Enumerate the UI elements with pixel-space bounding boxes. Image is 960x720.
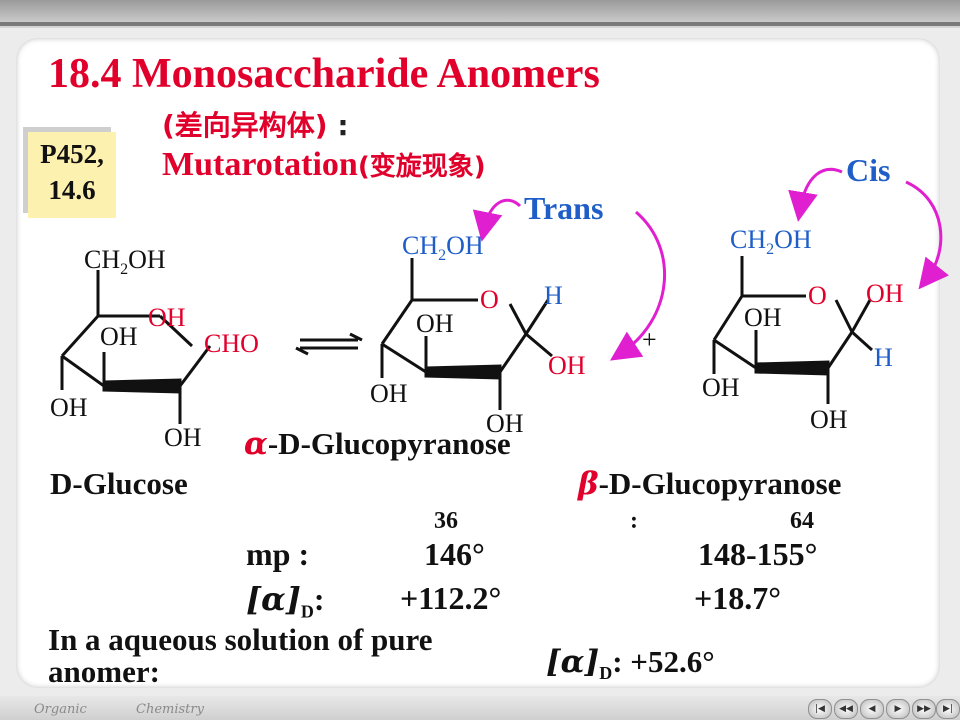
beta-oh-anomeric: OH bbox=[866, 279, 904, 308]
alpha-glucopyranose-structure bbox=[380, 258, 553, 410]
alpha-oh-anomeric: OH bbox=[548, 351, 586, 380]
cis-label: Cis bbox=[846, 152, 891, 188]
beta-ch2oh: CH2OH bbox=[730, 225, 812, 258]
rotation-sub: D bbox=[300, 601, 314, 622]
mp-alpha-value: 146° bbox=[424, 536, 485, 572]
glucose-oh-1: OH bbox=[100, 322, 138, 351]
alpha-oh-2: OH bbox=[370, 379, 408, 408]
top-bar bbox=[0, 0, 960, 28]
alpha-oh-3: OH bbox=[486, 409, 524, 438]
plus-sign: + bbox=[642, 325, 657, 354]
d-glucose-label: D-Glucose bbox=[50, 466, 188, 501]
rotation-colon: : bbox=[313, 581, 325, 617]
subtitle-anomers-cn: (差向异构体) : bbox=[162, 104, 349, 144]
glucose-oh-3: OH bbox=[164, 423, 202, 452]
eq-alpha-symbol: [α] bbox=[546, 644, 600, 680]
nav-forward-button[interactable]: ▶▶ bbox=[912, 699, 936, 719]
beta-h: H bbox=[874, 343, 893, 372]
glucose-oh-red: OH bbox=[148, 303, 186, 332]
rotation-label: [α]D: bbox=[246, 580, 325, 622]
cis-arrows bbox=[788, 167, 949, 290]
nav-prev-button[interactable]: ◀ bbox=[860, 699, 884, 719]
beta-prefix: β bbox=[578, 466, 599, 502]
rotation-alpha-symbol: [α] bbox=[246, 580, 301, 618]
subtitle2-cn: (变旋现象) bbox=[357, 152, 486, 182]
alpha-ch2oh: CH2OH bbox=[402, 231, 484, 264]
aqueous-solution-note: In a aqueous solution of pure anomer: bbox=[48, 622, 433, 689]
subtitle-mutarotation: Mutarotation(变旋现象) bbox=[162, 146, 486, 184]
alpha-ring-o: O bbox=[480, 285, 499, 314]
ratio-alpha: 36 bbox=[434, 508, 458, 534]
beta-name-text: -D-Glucopyranose bbox=[598, 466, 842, 501]
eq-value: : +52.6° bbox=[612, 644, 715, 679]
d-glucose-structure bbox=[60, 270, 212, 424]
nav-first-button[interactable]: |◀ bbox=[808, 699, 832, 719]
alpha-name-text: -D-Glucopyranose bbox=[267, 426, 511, 461]
beta-oh-3: OH bbox=[810, 405, 848, 434]
beta-ring-o: O bbox=[808, 281, 827, 310]
glucose-ch2oh: CH2OH bbox=[84, 245, 166, 278]
badge-line1: P452, bbox=[40, 139, 104, 169]
alpha-oh-1: OH bbox=[416, 309, 454, 338]
page-reference-badge: P452, 14.6 bbox=[28, 132, 116, 218]
slide-title: 18.4 Monosaccharide Anomers bbox=[48, 51, 600, 97]
alpha-h: H bbox=[544, 281, 563, 310]
mp-beta-value: 148-155° bbox=[698, 536, 818, 572]
nav-last-button[interactable]: ▶| bbox=[936, 699, 960, 719]
nav-next-button[interactable]: ▶ bbox=[886, 699, 910, 719]
bottom-bar bbox=[0, 696, 960, 720]
glucose-cho: CHO bbox=[204, 329, 259, 358]
footer-organic: Organic bbox=[34, 702, 87, 717]
eq-sub: D bbox=[599, 663, 613, 684]
top-bar-stripe bbox=[0, 22, 960, 26]
glucose-oh-2: OH bbox=[50, 393, 88, 422]
footer-chemistry: Chemistry bbox=[136, 702, 204, 717]
beta-glucopyranose-label: β-D-Glucopyranose bbox=[578, 466, 841, 502]
rotation-beta-value: +18.7° bbox=[694, 580, 782, 616]
beta-glucopyranose-structure bbox=[712, 256, 874, 404]
alpha-glucopyranose-label: α-D-Glucopyranose bbox=[244, 426, 511, 462]
beta-oh-1: OH bbox=[744, 303, 782, 332]
subtitle-cn-text: (差向异构体) bbox=[162, 109, 328, 142]
subtitle2-en: Mutarotation bbox=[162, 146, 358, 183]
ratio-separator: : bbox=[630, 508, 638, 534]
subtitle-colon: : bbox=[337, 109, 349, 142]
equilibrium-arrows bbox=[295, 332, 363, 356]
equilibrium-rotation: [α]D: +52.6° bbox=[546, 644, 715, 684]
ratio-beta: 64 bbox=[790, 508, 814, 534]
alpha-prefix: α bbox=[244, 426, 268, 462]
beta-oh-2: OH bbox=[702, 373, 740, 402]
badge-line2: 14.6 bbox=[48, 175, 96, 205]
rotation-alpha-value: +112.2° bbox=[400, 580, 502, 616]
trans-label: Trans bbox=[524, 190, 604, 226]
nav-rewind-button[interactable]: ◀◀ bbox=[834, 699, 858, 719]
trans-arrows bbox=[472, 198, 667, 361]
mp-label: mp : bbox=[246, 536, 310, 572]
